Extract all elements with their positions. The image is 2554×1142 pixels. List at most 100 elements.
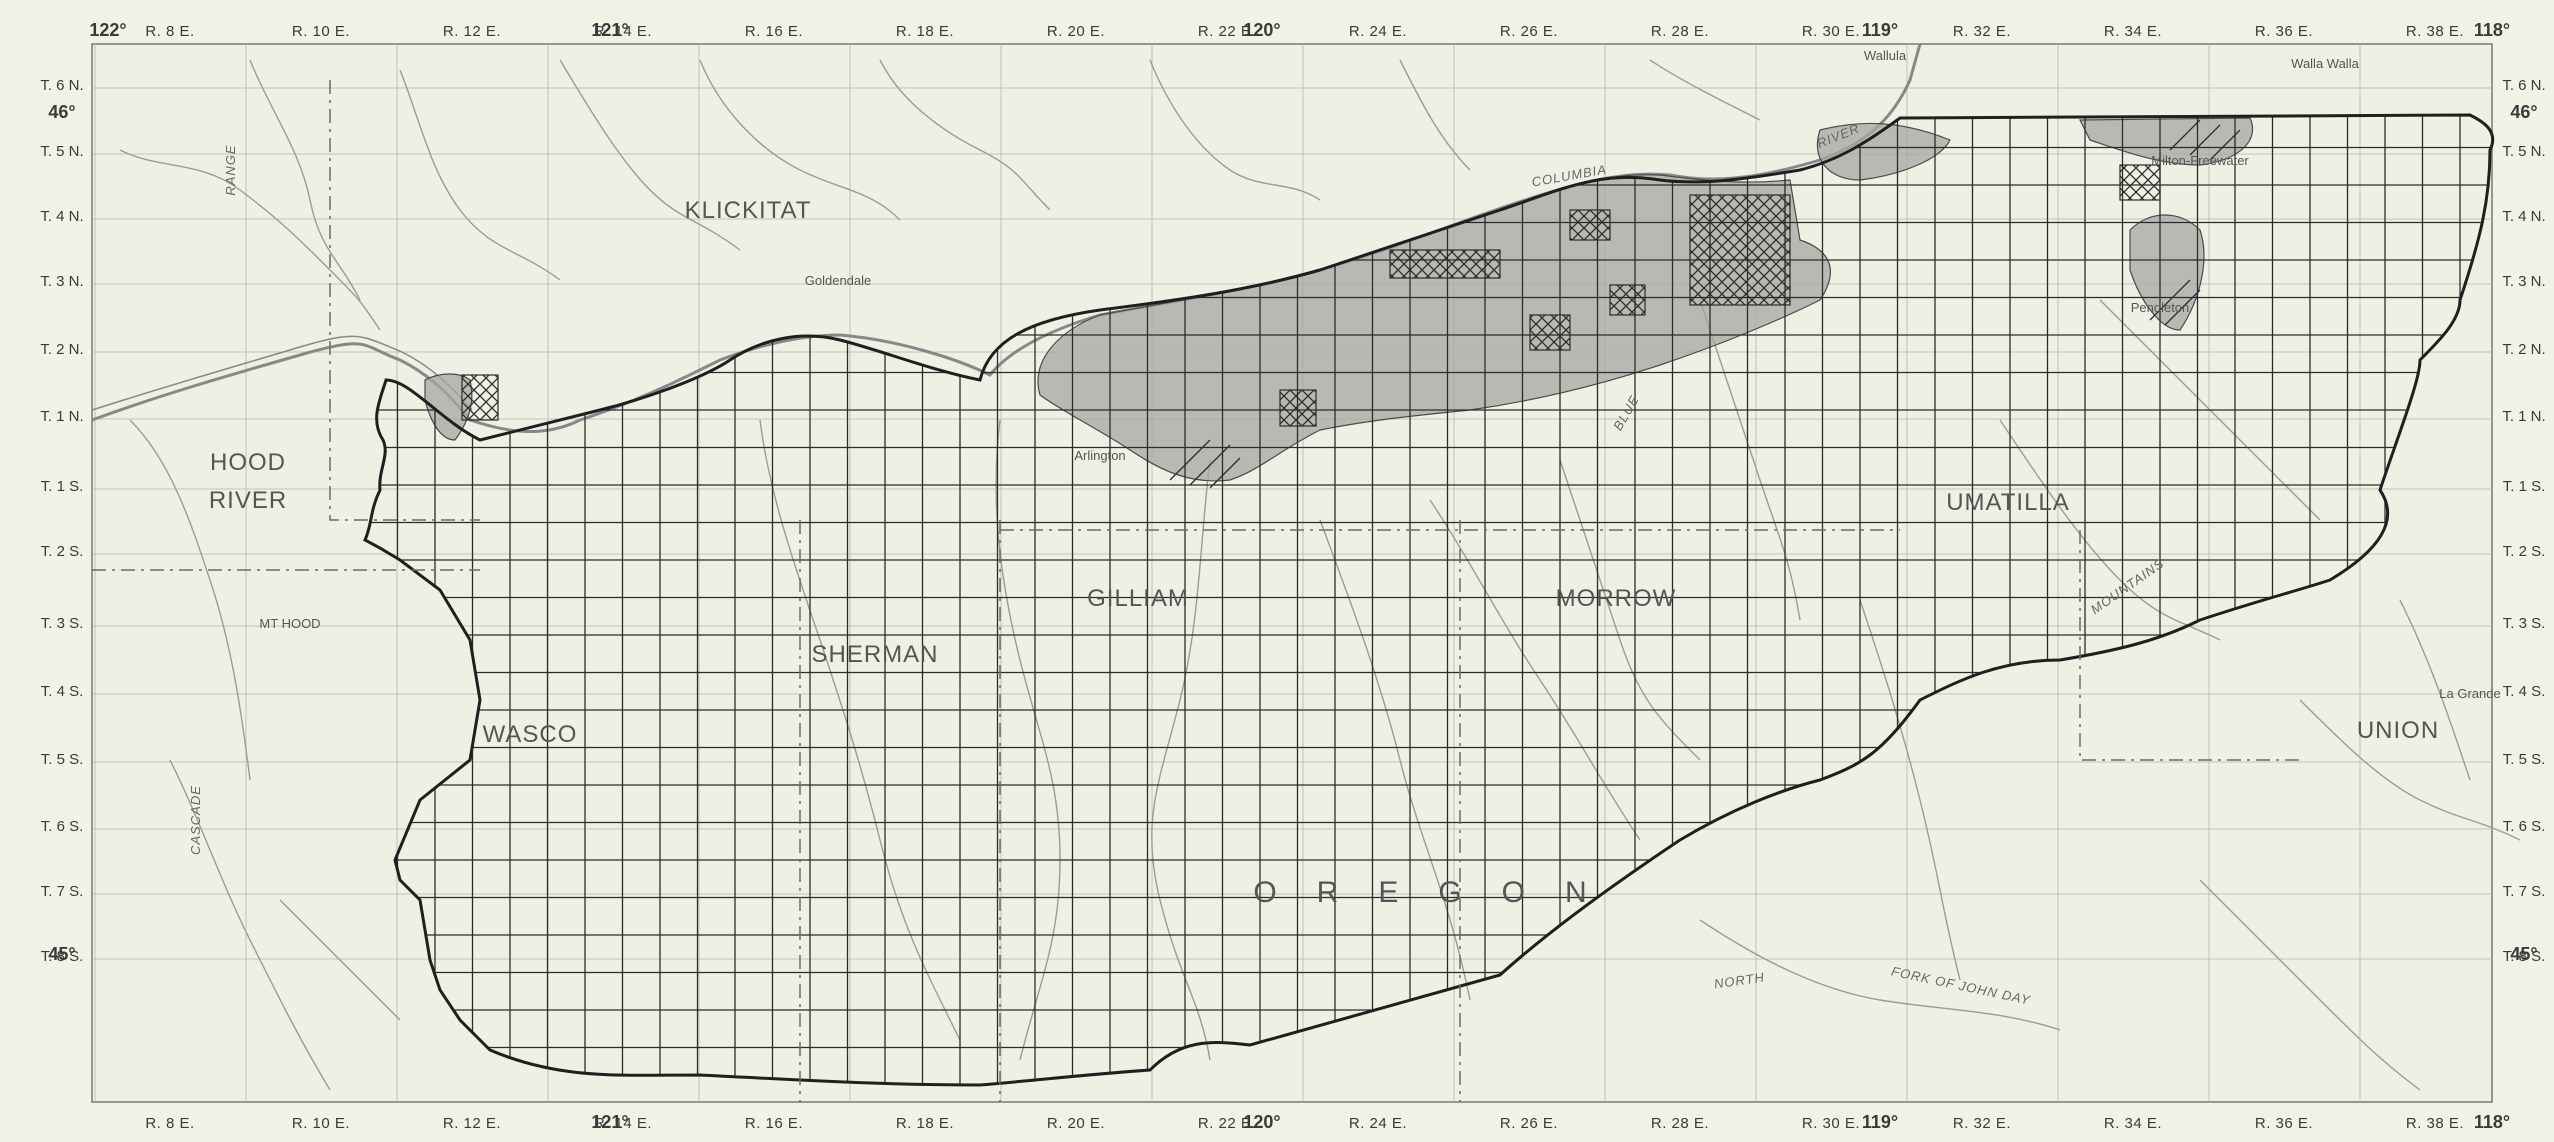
longitude-label-bottom: 119° xyxy=(1862,1112,1898,1132)
county-label: MORROW xyxy=(1556,585,1677,612)
map-frame xyxy=(91,43,2493,1103)
county-label: GILLIAM xyxy=(1087,585,1189,612)
river-label: CASCADE xyxy=(188,785,203,855)
place-label: MT HOOD xyxy=(259,616,320,631)
township-label-right: T. 5 N. xyxy=(2502,143,2545,160)
township-label-right: T. 6 S. xyxy=(2503,818,2546,835)
latitude-label-left: 45° xyxy=(48,944,75,964)
range-label-bottom: R. 12 E. xyxy=(443,1115,501,1132)
longitude-label-top: 120° xyxy=(1243,20,1280,40)
township-label-left: T. 3 N. xyxy=(40,273,83,290)
township-label-right: T. 4 N. xyxy=(2502,208,2545,225)
range-label-top: R. 8 E. xyxy=(145,23,194,40)
place-label: Pendleton xyxy=(2131,300,2190,315)
range-label-bottom: R. 36 E. xyxy=(2255,1115,2313,1132)
longitude-label-top: 122° xyxy=(89,20,126,40)
range-label-top: R. 14 E. xyxy=(594,23,652,40)
township-label-right: T. 6 N. xyxy=(2502,77,2545,94)
range-label-bottom: R. 14 E. xyxy=(594,1115,652,1132)
range-label-top: R. 24 E. xyxy=(1349,23,1407,40)
range-label-bottom: R. 38 E. xyxy=(2406,1115,2464,1132)
range-label-top: R. 22 E. xyxy=(1198,23,1256,40)
township-label-right: T. 2 S. xyxy=(2503,543,2546,560)
latitude-label-right: 45° xyxy=(2510,944,2537,964)
township-label-left: T. 6 N. xyxy=(40,77,83,94)
range-label-top: R. 38 E. xyxy=(2406,23,2464,40)
range-label-top: R. 30 E. xyxy=(1802,23,1860,40)
township-label-right: T. 7 S. xyxy=(2503,883,2546,900)
range-label-top: R. 34 E. xyxy=(2104,23,2162,40)
range-label-top: R. 12 E. xyxy=(443,23,501,40)
township-label-left: T. 3 S. xyxy=(41,615,84,632)
longitude-label-top: 118° xyxy=(2474,20,2510,40)
township-label-left: T. 5 S. xyxy=(41,751,84,768)
range-label-top: R. 10 E. xyxy=(292,23,350,40)
place-label: Walla Walla xyxy=(2291,56,2359,71)
county-label: SHERMAN xyxy=(811,641,938,668)
county-label: RIVER xyxy=(209,487,287,514)
crosshatch-blocks xyxy=(461,164,2161,427)
county-label: KLICKITAT xyxy=(685,197,812,224)
township-label-right: T. 5 S. xyxy=(2503,751,2546,768)
range-label-bottom: R. 18 E. xyxy=(896,1115,954,1132)
county-label: WASCO xyxy=(483,721,578,748)
longitude-label-bottom: 121° xyxy=(591,1112,628,1132)
county-boundaries xyxy=(92,80,2300,1102)
range-label-bottom: R. 22 E. xyxy=(1198,1115,1256,1132)
range-label-bottom: R. 8 E. xyxy=(145,1115,194,1132)
range-label-bottom: R. 28 E. xyxy=(1651,1115,1709,1132)
county-label: HOOD xyxy=(210,449,286,476)
township-label-left: T. 6 S. xyxy=(41,818,84,835)
county-label: UMATILLA xyxy=(1946,489,2070,516)
place-label: Milton-Freewater xyxy=(2151,153,2249,168)
range-label-bottom: R. 34 E. xyxy=(2104,1115,2162,1132)
township-label-left: T. 5 N. xyxy=(40,143,83,160)
range-label-bottom: R. 10 E. xyxy=(292,1115,350,1132)
line-hatches xyxy=(1169,119,2241,489)
township-label-left: T. 4 N. xyxy=(40,208,83,225)
township-label-right: T. 4 S. xyxy=(2503,683,2546,700)
river-label: NORTH xyxy=(1713,970,1766,992)
river-label: RANGE xyxy=(223,144,238,195)
longitude-label-top: 119° xyxy=(1862,20,1898,40)
range-label-bottom: R. 30 E. xyxy=(1802,1115,1860,1132)
range-label-top: R. 26 E. xyxy=(1500,23,1558,40)
township-label-right: T. 1 N. xyxy=(2502,408,2545,425)
place-label: La Grande xyxy=(2439,686,2500,701)
township-label-right: T. 2 N. xyxy=(2502,341,2545,358)
township-label-left: T. 8 S. xyxy=(41,948,84,965)
range-label-bottom: R. 20 E. xyxy=(1047,1115,1105,1132)
township-label-left: T. 4 S. xyxy=(41,683,84,700)
range-label-bottom: R. 24 E. xyxy=(1349,1115,1407,1132)
place-label: Wallula xyxy=(1864,48,1907,63)
longitude-label-bottom: 118° xyxy=(2474,1112,2510,1132)
latitude-label-right: 46° xyxy=(2510,102,2537,122)
township-label-right: T. 1 S. xyxy=(2503,478,2546,495)
township-label-left: T. 2 N. xyxy=(40,341,83,358)
place-label: Arlington xyxy=(1074,448,1125,463)
range-label-top: R. 20 E. xyxy=(1047,23,1105,40)
township-label-right: T. 8 S. xyxy=(2503,948,2546,965)
range-label-top: R. 18 E. xyxy=(896,23,954,40)
range-label-top: R. 28 E. xyxy=(1651,23,1709,40)
columbia-river xyxy=(91,43,1922,433)
range-label-bottom: R. 26 E. xyxy=(1500,1115,1558,1132)
range-label-top: R. 16 E. xyxy=(745,23,803,40)
township-label-right: T. 3 N. xyxy=(2502,273,2545,290)
county-label: UNION xyxy=(2357,717,2439,744)
place-label: Goldendale xyxy=(805,273,872,288)
longitude-label-bottom: 120° xyxy=(1243,1112,1280,1132)
range-label-top: R. 36 E. xyxy=(2255,23,2313,40)
township-label-left: T. 7 S. xyxy=(41,883,84,900)
range-label-bottom: R. 16 E. xyxy=(745,1115,803,1132)
range-label-top: R. 32 E. xyxy=(1953,23,2011,40)
latitude-label-left: 46° xyxy=(48,102,75,122)
township-label-left: T. 1 S. xyxy=(41,478,84,495)
township-label-right: T. 3 S. xyxy=(2503,615,2546,632)
state-label: OREGON xyxy=(1253,876,1626,909)
range-label-bottom: R. 32 E. xyxy=(1953,1115,2011,1132)
longitude-label-top: 121° xyxy=(591,20,628,40)
township-label-left: T. 1 N. xyxy=(40,408,83,425)
township-label-left: T. 2 S. xyxy=(41,543,84,560)
